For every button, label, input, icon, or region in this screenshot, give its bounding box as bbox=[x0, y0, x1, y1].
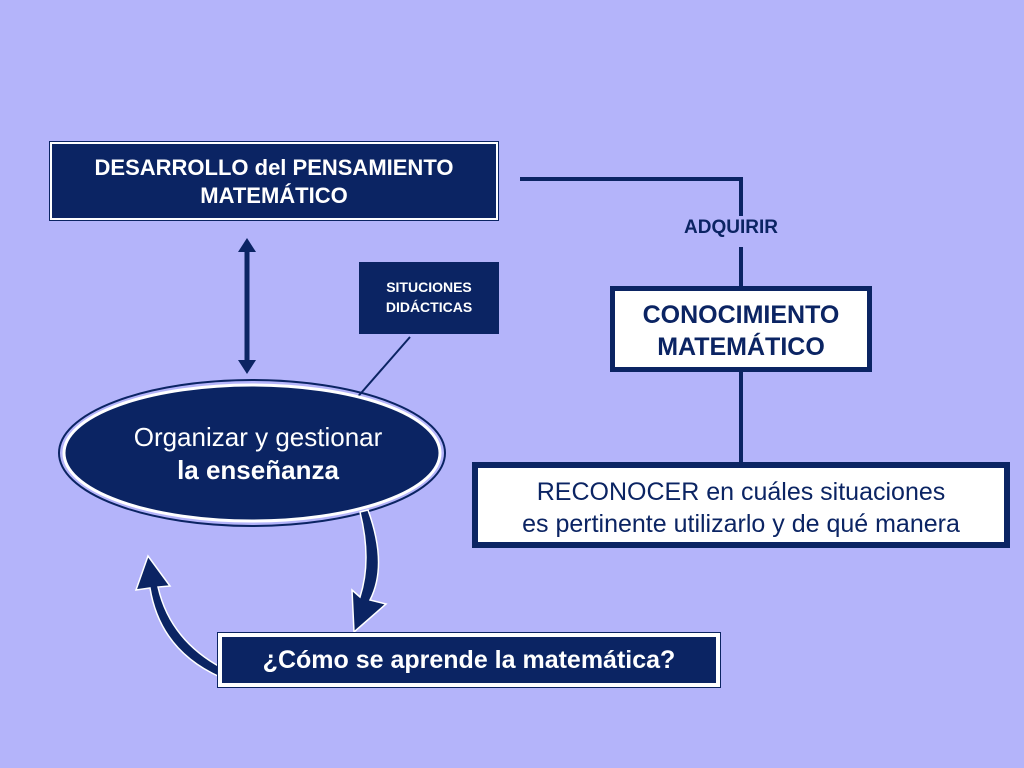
organizar-ellipse bbox=[58, 379, 446, 527]
como-box: ¿Cómo se aprende la matemática? bbox=[218, 633, 720, 687]
organizar-line-1: Organizar y gestionar bbox=[133, 422, 383, 452]
reconocer-box: RECONOCER en cuáles situaciones es perti… bbox=[472, 462, 1010, 548]
double-arrow-vertical bbox=[238, 238, 256, 374]
situaciones-box: SITUCIONES DIDÁCTICAS bbox=[359, 262, 499, 334]
situaciones-line-1: SITUCIONES bbox=[386, 279, 472, 295]
desarrollo-box: DESARROLLO del PENSAMIENTO MATEMÁTICO bbox=[50, 142, 498, 220]
conocimiento-line-2: MATEMÁTICO bbox=[657, 333, 825, 361]
conocimiento-line-1: CONOCIMIENTO bbox=[642, 301, 840, 329]
organizar-text: Organizar y gestionar la enseñanza bbox=[68, 420, 448, 486]
conocimiento-box: CONOCIMIENTO MATEMÁTICO bbox=[610, 286, 872, 372]
reconocer-line-2: es pertinente utilizarlo y de qué manera bbox=[522, 510, 960, 538]
organizar-line-2: la enseñanza bbox=[177, 455, 339, 485]
reconocer-line-1: RECONOCER en cuáles situaciones bbox=[536, 478, 946, 506]
desarrollo-line-1: DESARROLLO del PENSAMIENTO bbox=[94, 155, 454, 180]
como-text: ¿Cómo se aprende la matemática? bbox=[262, 646, 676, 674]
connector-desarrollo-conocimiento bbox=[520, 177, 743, 216]
situaciones-line-2: DIDÁCTICAS bbox=[385, 299, 473, 315]
curved-arrow-up bbox=[134, 554, 223, 679]
curved-arrow-down bbox=[351, 509, 388, 634]
desarrollo-line-2: MATEMÁTICO bbox=[200, 183, 348, 208]
adquirir-label: ADQUIRIR bbox=[684, 217, 778, 238]
